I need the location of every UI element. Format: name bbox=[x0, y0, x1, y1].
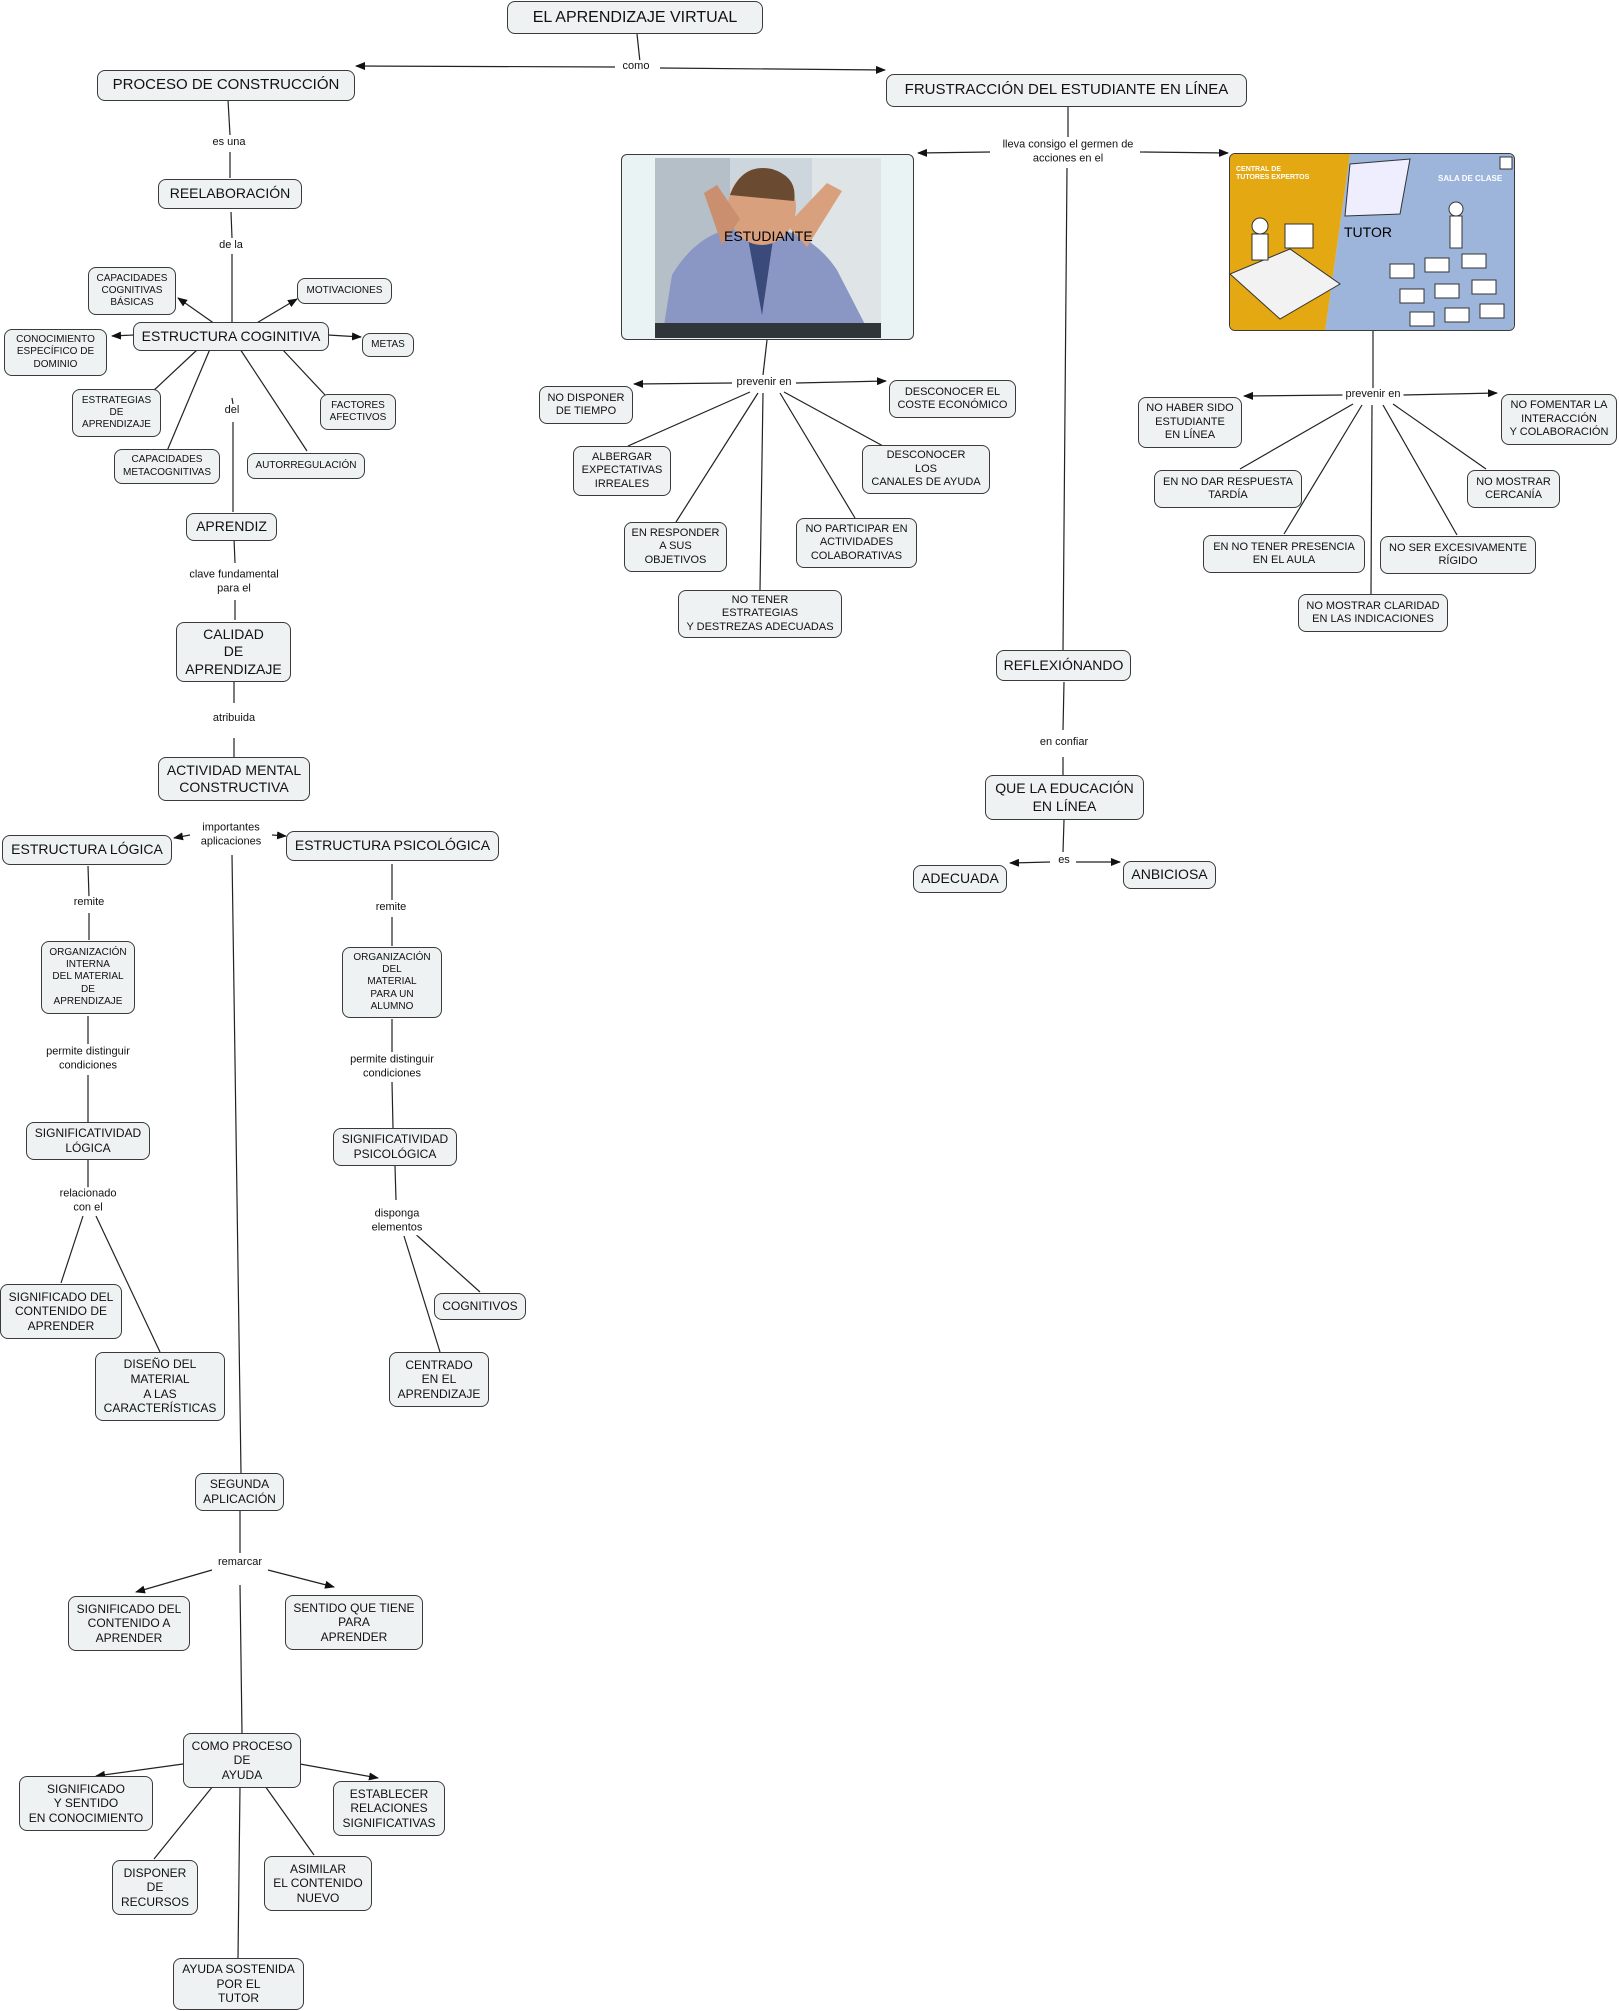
link-label-en-confiar: en confiar bbox=[1036, 736, 1092, 750]
link-label-como: como bbox=[619, 60, 653, 74]
node-actividad-mental[interactable]: ACTIVIDAD MENTAL CONSTRUCTIVA bbox=[158, 757, 310, 801]
node-organizacion-material[interactable]: ORGANIZACIÓN DEL MATERIAL PARA UN ALUMNO bbox=[342, 947, 442, 1018]
image-tutor[interactable]: CENTRAL DE TUTORES EXPERTOS SALA DE CLAS… bbox=[1229, 153, 1515, 331]
node-no-disponer-tiempo[interactable]: NO DISPONER DE TIEMPO bbox=[539, 386, 633, 424]
link-label-atribuida: atribuida bbox=[209, 712, 259, 726]
node-sentido-aprender[interactable]: SENTIDO QUE TIENE PARA APRENDER bbox=[285, 1595, 423, 1650]
tutor-sign-left: CENTRAL DE TUTORES EXPERTOS bbox=[1236, 166, 1310, 181]
node-asimilar-contenido[interactable]: ASIMILAR EL CONTENIDO NUEVO bbox=[264, 1856, 372, 1911]
node-centrado-aprendizaje[interactable]: CENTRADO EN EL APRENDIZAJE bbox=[389, 1352, 489, 1407]
link-label-es-una: es una bbox=[209, 136, 249, 150]
node-estrategias[interactable]: ESTRATEGIAS DE APRENDIZAJE bbox=[72, 389, 161, 437]
link-label-disponga: disponga elementos bbox=[368, 1207, 426, 1235]
tutor-caption: TUTOR bbox=[1344, 224, 1392, 240]
node-autorregulacion[interactable]: AUTORREGULACIÓN bbox=[247, 453, 365, 479]
node-capacidades-metacognitivas[interactable]: CAPACIDADES METACOGNITIVAS bbox=[114, 449, 220, 484]
tutor-sign-right: SALA DE CLASE bbox=[1438, 174, 1503, 183]
node-significatividad-logica[interactable]: SIGNIFICATIVIDAD LÓGICA bbox=[26, 1122, 150, 1160]
node-anbiciosa[interactable]: ANBICIOSA bbox=[1123, 861, 1216, 889]
link-label-remite-psicologica: remite bbox=[372, 901, 410, 915]
node-estructura-logica[interactable]: ESTRUCTURA LÓGICA bbox=[2, 835, 172, 865]
link-label-remarcar: remarcar bbox=[214, 1556, 266, 1570]
node-no-mostrar-claridad[interactable]: NO MOSTRAR CLARIDAD EN LAS INDICACIONES bbox=[1298, 594, 1448, 632]
link-label-remite-logica: remite bbox=[70, 896, 108, 910]
image-estudiante[interactable]: ESTUDIANTE bbox=[621, 154, 914, 340]
node-calidad-aprendizaje[interactable]: CALIDAD DE APRENDIZAJE bbox=[176, 622, 291, 682]
link-label-lleva: lleva consigo el germen de acciones en e… bbox=[999, 138, 1137, 166]
node-significado-contenido-a[interactable]: SIGNIFICADO DEL CONTENIDO A APRENDER bbox=[68, 1596, 190, 1651]
node-que-la-educacion[interactable]: QUE LA EDUCACIÓN EN LÍNEA bbox=[985, 775, 1144, 820]
node-disponer-recursos[interactable]: DISPONER DE RECURSOS bbox=[112, 1860, 198, 1915]
link-label-importantes: importantes aplicaciones bbox=[197, 821, 265, 849]
node-en-responder[interactable]: EN RESPONDER A SUS OBJETIVOS bbox=[624, 522, 727, 572]
node-main-title[interactable]: EL APRENDIZAJE VIRTUAL bbox=[507, 1, 763, 34]
node-estructura-cognitiva[interactable]: ESTRUCTURA COGINITIVA bbox=[133, 322, 329, 351]
node-desconocer-canales[interactable]: DESCONOCER LOS CANALES DE AYUDA bbox=[862, 445, 990, 494]
node-conocimiento-especifico[interactable]: CONOCIMIENTO ESPECÍFICO DE DOMINIO bbox=[4, 329, 107, 376]
node-significado-sentido[interactable]: SIGNIFICADO Y SENTIDO EN CONOCIMIENTO bbox=[19, 1776, 153, 1831]
node-proceso-construccion[interactable]: PROCESO DE CONSTRUCCIÓN bbox=[97, 70, 355, 101]
estudiante-caption: ESTUDIANTE bbox=[724, 228, 813, 244]
node-no-participar[interactable]: NO PARTICIPAR EN ACTIVIDADES COLABORATIV… bbox=[796, 518, 917, 568]
node-desconocer-coste[interactable]: DESCONOCER EL COSTE ECONÓMICO bbox=[889, 380, 1016, 418]
node-reelaboracion[interactable]: REELABORACIÓN bbox=[158, 179, 302, 209]
node-cognitivos[interactable]: COGNITIVOS bbox=[434, 1293, 526, 1320]
node-frustraccion[interactable]: FRUSTRACCIÓN DEL ESTUDIANTE EN LÍNEA bbox=[886, 74, 1247, 107]
link-label-prevenir-tutor: prevenir en bbox=[1342, 388, 1404, 402]
node-no-tener-estrategias[interactable]: NO TENER ESTRATEGIAS Y DESTREZAS ADECUAD… bbox=[678, 590, 842, 638]
node-no-ser-rigido[interactable]: NO SER EXCESIVAMENTE RÍGIDO bbox=[1380, 536, 1536, 574]
student-photo bbox=[655, 158, 881, 338]
node-en-no-dar-respuesta[interactable]: EN NO DAR RESPUESTA TARDÍA bbox=[1154, 470, 1302, 508]
node-diseno-material[interactable]: DISEÑO DEL MATERIAL A LAS CARACTERÍSTICA… bbox=[95, 1352, 225, 1421]
node-estructura-psicologica[interactable]: ESTRUCTURA PSICOLÓGICA bbox=[286, 831, 499, 861]
node-segunda-aplicacion[interactable]: SEGUNDA APLICACIÓN bbox=[195, 1473, 284, 1511]
node-adecuada[interactable]: ADECUADA bbox=[913, 865, 1007, 893]
node-no-fomentar[interactable]: NO FOMENTAR LA INTERACCIÓN Y COLABORACIÓ… bbox=[1501, 394, 1617, 445]
link-label-permite-psicologica: permite distinguir condiciones bbox=[347, 1053, 437, 1081]
node-metas[interactable]: METAS bbox=[362, 333, 414, 357]
node-factores-afectivos[interactable]: FACTORES AFECTIVOS bbox=[320, 394, 396, 430]
node-no-haber-sido[interactable]: NO HABER SIDO ESTUDIANTE EN LÍNEA bbox=[1138, 397, 1242, 448]
link-label-de-la: de la bbox=[216, 239, 246, 253]
link-label-clave: clave fundamental para el bbox=[186, 568, 282, 596]
node-significado-contenido[interactable]: SIGNIFICADO DEL CONTENIDO DE APRENDER bbox=[0, 1284, 122, 1339]
node-motivaciones[interactable]: MOTIVACIONES bbox=[297, 278, 392, 304]
link-label-prevenir-estudiante: prevenir en bbox=[733, 376, 795, 390]
node-ayuda-sostenida[interactable]: AYUDA SOSTENIDA POR EL TUTOR bbox=[173, 1958, 304, 2010]
node-aprendiz[interactable]: APRENDIZ bbox=[186, 513, 277, 541]
node-en-no-tener-presencia[interactable]: EN NO TENER PRESENCIA EN EL AULA bbox=[1203, 535, 1365, 573]
node-significatividad-psicologica[interactable]: SIGNIFICATIVIDAD PSICOLÓGICA bbox=[333, 1128, 457, 1166]
link-label-relacionado: relacionado con el bbox=[56, 1187, 120, 1215]
link-label-permite-logica: permite distinguir condiciones bbox=[43, 1045, 133, 1073]
tutor-illustration bbox=[1230, 154, 1514, 330]
link-label-del: del bbox=[221, 404, 243, 418]
link-label-es: es bbox=[1055, 854, 1073, 868]
node-establecer-relaciones[interactable]: ESTABLECER RELACIONES SIGNIFICATIVAS bbox=[333, 1781, 445, 1836]
node-no-mostrar-cercania[interactable]: NO MOSTRAR CERCANÍA bbox=[1467, 470, 1560, 508]
node-organizacion-interna[interactable]: ORGANIZACIÓN INTERNA DEL MATERIAL DE APR… bbox=[41, 941, 135, 1014]
node-capacidades-cognitivas[interactable]: CAPACIDADES COGNITIVAS BÁSICAS bbox=[88, 267, 176, 315]
node-reflexionando[interactable]: REFLEXIÓNANDO bbox=[996, 650, 1131, 681]
node-albergar-expectativas[interactable]: ALBERGAR EXPECTATIVAS IRREALES bbox=[573, 446, 671, 496]
node-como-proceso-ayuda[interactable]: COMO PROCESO DE AYUDA bbox=[183, 1733, 301, 1788]
